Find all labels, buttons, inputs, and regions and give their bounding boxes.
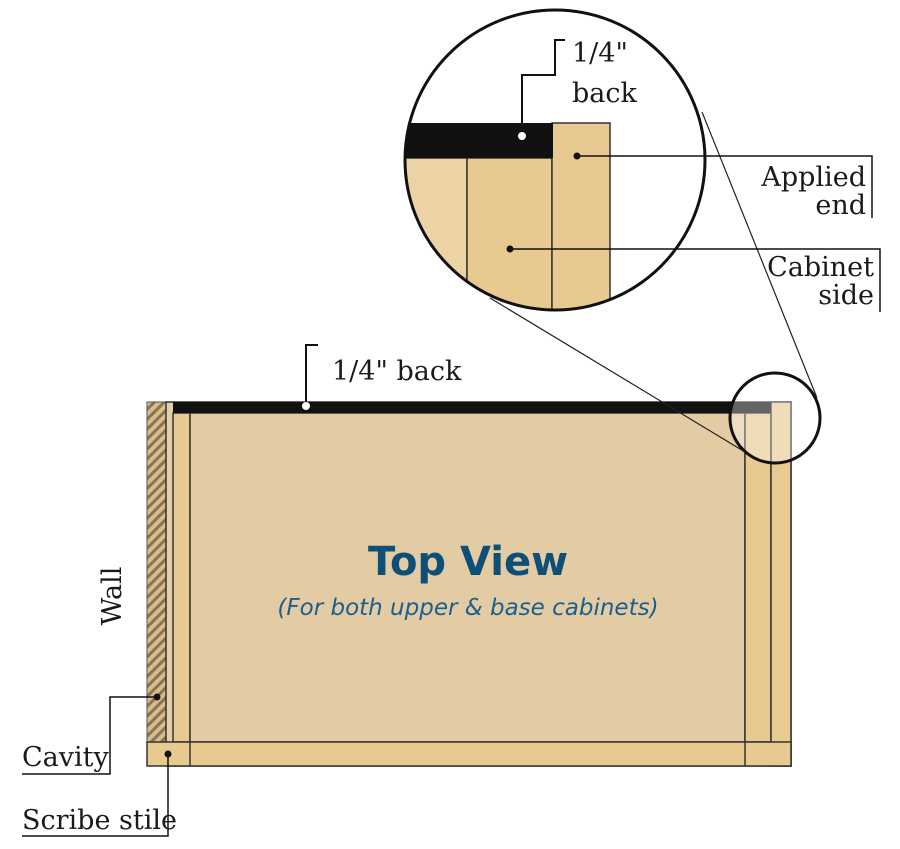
cabinet-side-label-1: Cabinet	[767, 252, 874, 283]
diagram-subtitle: (For both upper & base cabinets)	[277, 595, 658, 621]
back-panel	[173, 402, 771, 413]
zoom-back-fraction-label: 1/4"	[572, 38, 628, 69]
wall-label: Wall	[97, 567, 128, 626]
diagram-title: Top View	[368, 539, 568, 585]
detail-circle-small	[728, 371, 822, 465]
wall-hatch	[146, 401, 167, 767]
cabinet-interior	[189, 412, 746, 743]
zoom-back-label: back	[572, 78, 638, 109]
cabinet-side-label-2: side	[818, 280, 874, 311]
cavity-label: Cavity	[22, 742, 109, 773]
scribe-stile-label: Scribe stile	[22, 805, 177, 836]
applied-end-label-1: Applied	[760, 162, 866, 193]
back-label: 1/4" back	[332, 356, 462, 387]
detail-zoom-content	[405, 122, 611, 310]
detail-circle-large	[403, 8, 707, 312]
applied-end-label-2: end	[815, 190, 866, 221]
scribe-stile	[146, 741, 792, 767]
scribe-side-panel	[172, 412, 191, 743]
